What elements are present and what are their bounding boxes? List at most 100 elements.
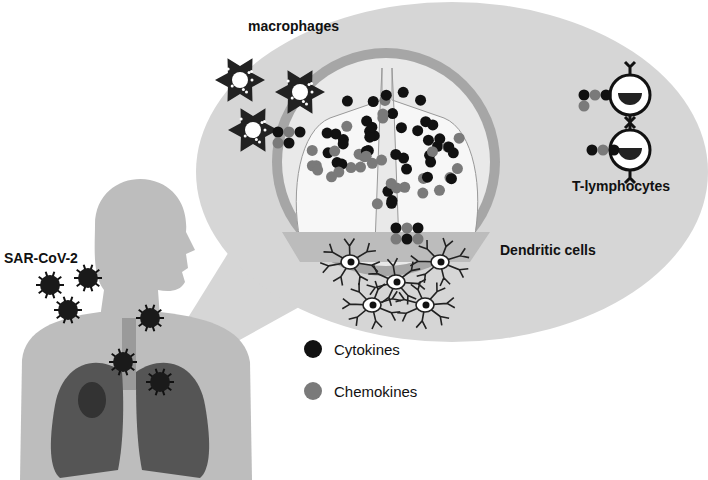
chemokine-dot: [386, 178, 397, 189]
chemokine-dot: [402, 223, 413, 234]
t-nucleus: [618, 148, 642, 160]
cytokine-dot: [284, 138, 295, 149]
chemokine-dot: [590, 90, 601, 101]
chemokine-dot: [355, 162, 366, 173]
granule: [287, 79, 290, 82]
granule: [247, 125, 250, 128]
cytokine-dot: [295, 127, 306, 138]
granule: [255, 138, 258, 141]
macrophage: [228, 108, 278, 151]
chemokine-dot: [341, 121, 352, 132]
cytokine-dot: [412, 125, 423, 136]
granule: [244, 134, 247, 137]
receptor: [625, 117, 635, 183]
cytokine-dot: [398, 87, 409, 98]
cytokine-dot: [338, 138, 349, 149]
chemokine-dot: [372, 198, 383, 209]
dendritic-cell: [320, 239, 380, 286]
cytokine-dot: [422, 172, 433, 183]
cell-label: Dendritic cells: [500, 242, 596, 258]
granule: [294, 87, 297, 90]
lung-circle: [272, 48, 500, 276]
virus: [78, 268, 98, 288]
cytokine-dot: [609, 145, 620, 156]
chemokine-dot: [454, 133, 465, 144]
chemokine-dot: [598, 145, 609, 156]
cytokine-dot: [423, 135, 434, 146]
cytokine-dot: [398, 153, 409, 164]
dendritic-nucleus: [348, 259, 355, 266]
cytokine-dot: [587, 145, 598, 156]
t-lymphocyte: [610, 75, 650, 115]
cell-label: T-lymphocytes: [572, 178, 670, 194]
virus: [58, 300, 78, 320]
virus: [113, 352, 133, 372]
granule: [234, 75, 237, 78]
chemokine-dot: [273, 138, 284, 149]
virus: [140, 308, 160, 328]
granule: [264, 129, 267, 132]
cytokine-dot: [342, 96, 353, 107]
virus-spike: [109, 349, 137, 376]
legend-row: Chemokines: [304, 382, 417, 400]
cytokine-dot: [427, 119, 438, 130]
chemokine-dot: [427, 146, 438, 157]
virus-spike: [146, 369, 174, 396]
cytokine-dot: [273, 127, 284, 138]
granule: [291, 96, 294, 99]
cytokine-dot: [401, 164, 412, 175]
cytokine-dot: [579, 90, 590, 101]
granule: [251, 79, 254, 82]
cytokine-dot: [366, 122, 377, 133]
cytokine-dot: [601, 90, 612, 101]
chemokine-dot: [376, 155, 387, 166]
cell-label: macrophages: [248, 18, 339, 34]
granule: [242, 88, 245, 91]
granule: [245, 90, 248, 93]
macrophage: [215, 58, 265, 101]
virus-spike: [136, 305, 164, 332]
dendritic-nucleus: [438, 259, 445, 266]
virus: [150, 372, 170, 392]
cytokine-dot: [446, 173, 457, 184]
chemokine-dot: [333, 167, 344, 178]
dendritic-body: [431, 255, 449, 269]
cytokine-dot: [381, 90, 392, 101]
legend-row: Cytokines: [304, 340, 400, 358]
virus: [40, 275, 60, 295]
granule: [302, 100, 305, 103]
virus-label: SAR-CoV-2: [4, 250, 78, 266]
chemokine-dot: [452, 163, 463, 174]
chemokine-dot: [312, 165, 323, 176]
legend-swatch: [304, 382, 322, 400]
chemokine-dot: [413, 234, 424, 245]
chemokine-dot: [417, 188, 428, 199]
dendritic-nucleus: [423, 302, 430, 309]
granule: [258, 140, 261, 143]
dendritic-body: [341, 255, 359, 269]
cytokine-dot: [364, 132, 375, 143]
chemokine-dot: [307, 145, 318, 156]
dendritic-body: [416, 298, 434, 312]
granule: [308, 83, 311, 86]
legend-text: Cytokines: [334, 341, 400, 358]
dendritic-cell: [342, 281, 401, 329]
chemokine-dot: [434, 185, 445, 196]
cytokine-dot: [443, 141, 454, 152]
cytokine-dot: [391, 223, 402, 234]
legend-swatch: [304, 340, 322, 358]
chemokine-dot: [284, 127, 295, 138]
dendritic-body: [387, 275, 405, 289]
cytokine-dot: [368, 96, 379, 107]
cytokine-dot: [415, 95, 426, 106]
legend-text: Chemokines: [334, 383, 417, 400]
cytokine-dot: [413, 223, 424, 234]
cytokine-dot: [434, 133, 445, 144]
granule: [305, 102, 308, 105]
chemokine-dot: [391, 234, 402, 245]
cytokine-dot: [402, 234, 413, 245]
nucleus: [232, 72, 248, 88]
granule: [240, 117, 243, 120]
dendritic-body: [363, 298, 381, 312]
